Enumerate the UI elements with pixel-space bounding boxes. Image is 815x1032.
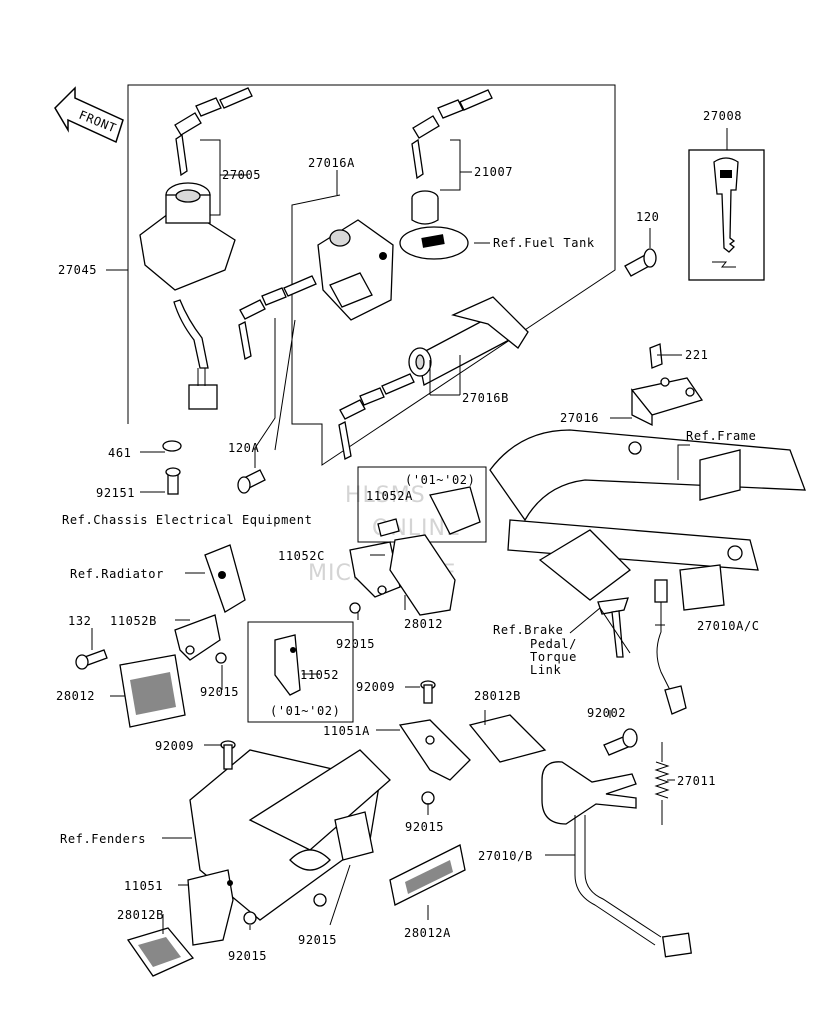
label-28012B-b: 28012B	[117, 908, 164, 922]
label-28012-b: 28012	[404, 617, 443, 631]
reflector-28012A	[389, 844, 466, 906]
reflector-28012-left	[119, 654, 186, 728]
label-11052B: 11052B	[110, 614, 157, 628]
switch-27010AC	[654, 579, 687, 715]
bracket-27016	[630, 343, 704, 427]
label-ref-fuel-tank: Ref.Fuel Tank	[493, 236, 595, 250]
bracket-11052-box	[247, 621, 354, 723]
label-27010AC: 27010A/C	[697, 619, 760, 633]
rear-fender	[189, 749, 391, 921]
screw-120	[624, 248, 657, 277]
label-92009-a: 92009	[356, 680, 395, 694]
label-92015-b: 92015	[336, 637, 375, 651]
label-461: 461	[108, 446, 131, 460]
lock-set-group-outline	[127, 84, 616, 466]
label-ref-brake-4: Link	[530, 663, 561, 677]
nut-92015-a	[215, 652, 227, 664]
reflector-28012B-a	[468, 714, 547, 763]
washer-461	[162, 440, 182, 452]
screw-120A	[237, 469, 266, 494]
label-11051A: 11051A	[323, 724, 370, 738]
key-blank-27008	[712, 157, 739, 268]
label-ref-chassis: Ref.Chassis Electrical Equipment	[62, 513, 312, 527]
nut-92015-b	[349, 602, 361, 614]
label-note-01-02-mid: ('01~'02)	[270, 704, 340, 718]
bolt-92151	[165, 467, 181, 495]
radiator-bracket	[174, 544, 246, 661]
label-92151: 92151	[96, 486, 135, 500]
label-ref-brake-2: Pedal/	[530, 637, 577, 651]
bolt-92002	[603, 728, 638, 756]
leader-lines	[91, 128, 728, 934]
label-27011: 27011	[677, 774, 716, 788]
label-28012A: 28012A	[404, 926, 451, 940]
label-27010B: 27010/B	[478, 849, 533, 863]
label-120A: 120A	[228, 441, 259, 455]
label-132: 132	[68, 614, 91, 628]
label-92002: 92002	[587, 706, 626, 720]
label-27016B: 27016B	[462, 391, 509, 405]
reflector-28012-center	[389, 534, 456, 616]
label-27005: 27005	[222, 168, 261, 182]
spring-27011	[654, 742, 670, 825]
label-11052A: 11052A	[366, 489, 413, 503]
ignition-switch	[139, 182, 236, 410]
label-27016A: 27016A	[308, 156, 355, 170]
nut-92015-d	[243, 911, 257, 925]
label-120: 120	[636, 210, 659, 224]
label-92015-c: 92015	[405, 820, 444, 834]
label-11051: 11051	[124, 879, 163, 893]
label-92015-e: 92015	[298, 933, 337, 947]
bolt-92009-a	[420, 680, 436, 704]
lock-cylinder-27016B	[338, 296, 529, 460]
label-28012-a: 28012	[56, 689, 95, 703]
part-labels: 27005 27016A 21007 27008 27045 Ref.Fuel …	[56, 109, 760, 963]
bracket-11052C	[349, 518, 401, 598]
bracket-11052A	[429, 486, 481, 535]
nut-92015-e	[313, 893, 327, 907]
label-28012B-a: 28012B	[474, 689, 521, 703]
label-11052: 11052	[300, 668, 339, 682]
switch-27010B	[541, 761, 692, 958]
frame-assembly	[489, 429, 806, 611]
label-ref-brake-1: Ref.Brake	[493, 623, 563, 637]
bracket-11051A	[398, 719, 471, 781]
label-ref-fenders: Ref.Fenders	[60, 832, 146, 846]
label-note-01-02-top: ('01~'02)	[405, 473, 475, 487]
bracket-11051	[187, 869, 234, 946]
label-27016: 27016	[560, 411, 599, 425]
label-27045: 27045	[58, 263, 97, 277]
bolt-132	[75, 649, 108, 670]
label-ref-frame: Ref.Frame	[686, 429, 756, 443]
nut-92015-c	[421, 791, 435, 805]
seat-lock-27016A	[238, 219, 394, 360]
label-27008: 27008	[703, 109, 742, 123]
label-221: 221	[685, 348, 708, 362]
label-11052C: 11052C	[278, 549, 325, 563]
label-92015-d: 92015	[228, 949, 267, 963]
fuel-cap-21007	[399, 89, 493, 260]
front-arrow-icon: FRONT	[54, 86, 124, 144]
label-ref-radiator: Ref.Radiator	[70, 567, 164, 581]
label-92009-b: 92009	[155, 739, 194, 753]
label-ref-brake-3: Torque	[530, 650, 577, 664]
label-21007: 21007	[474, 165, 513, 179]
ignition-keys	[174, 87, 253, 177]
label-92015-a: 92015	[200, 685, 239, 699]
